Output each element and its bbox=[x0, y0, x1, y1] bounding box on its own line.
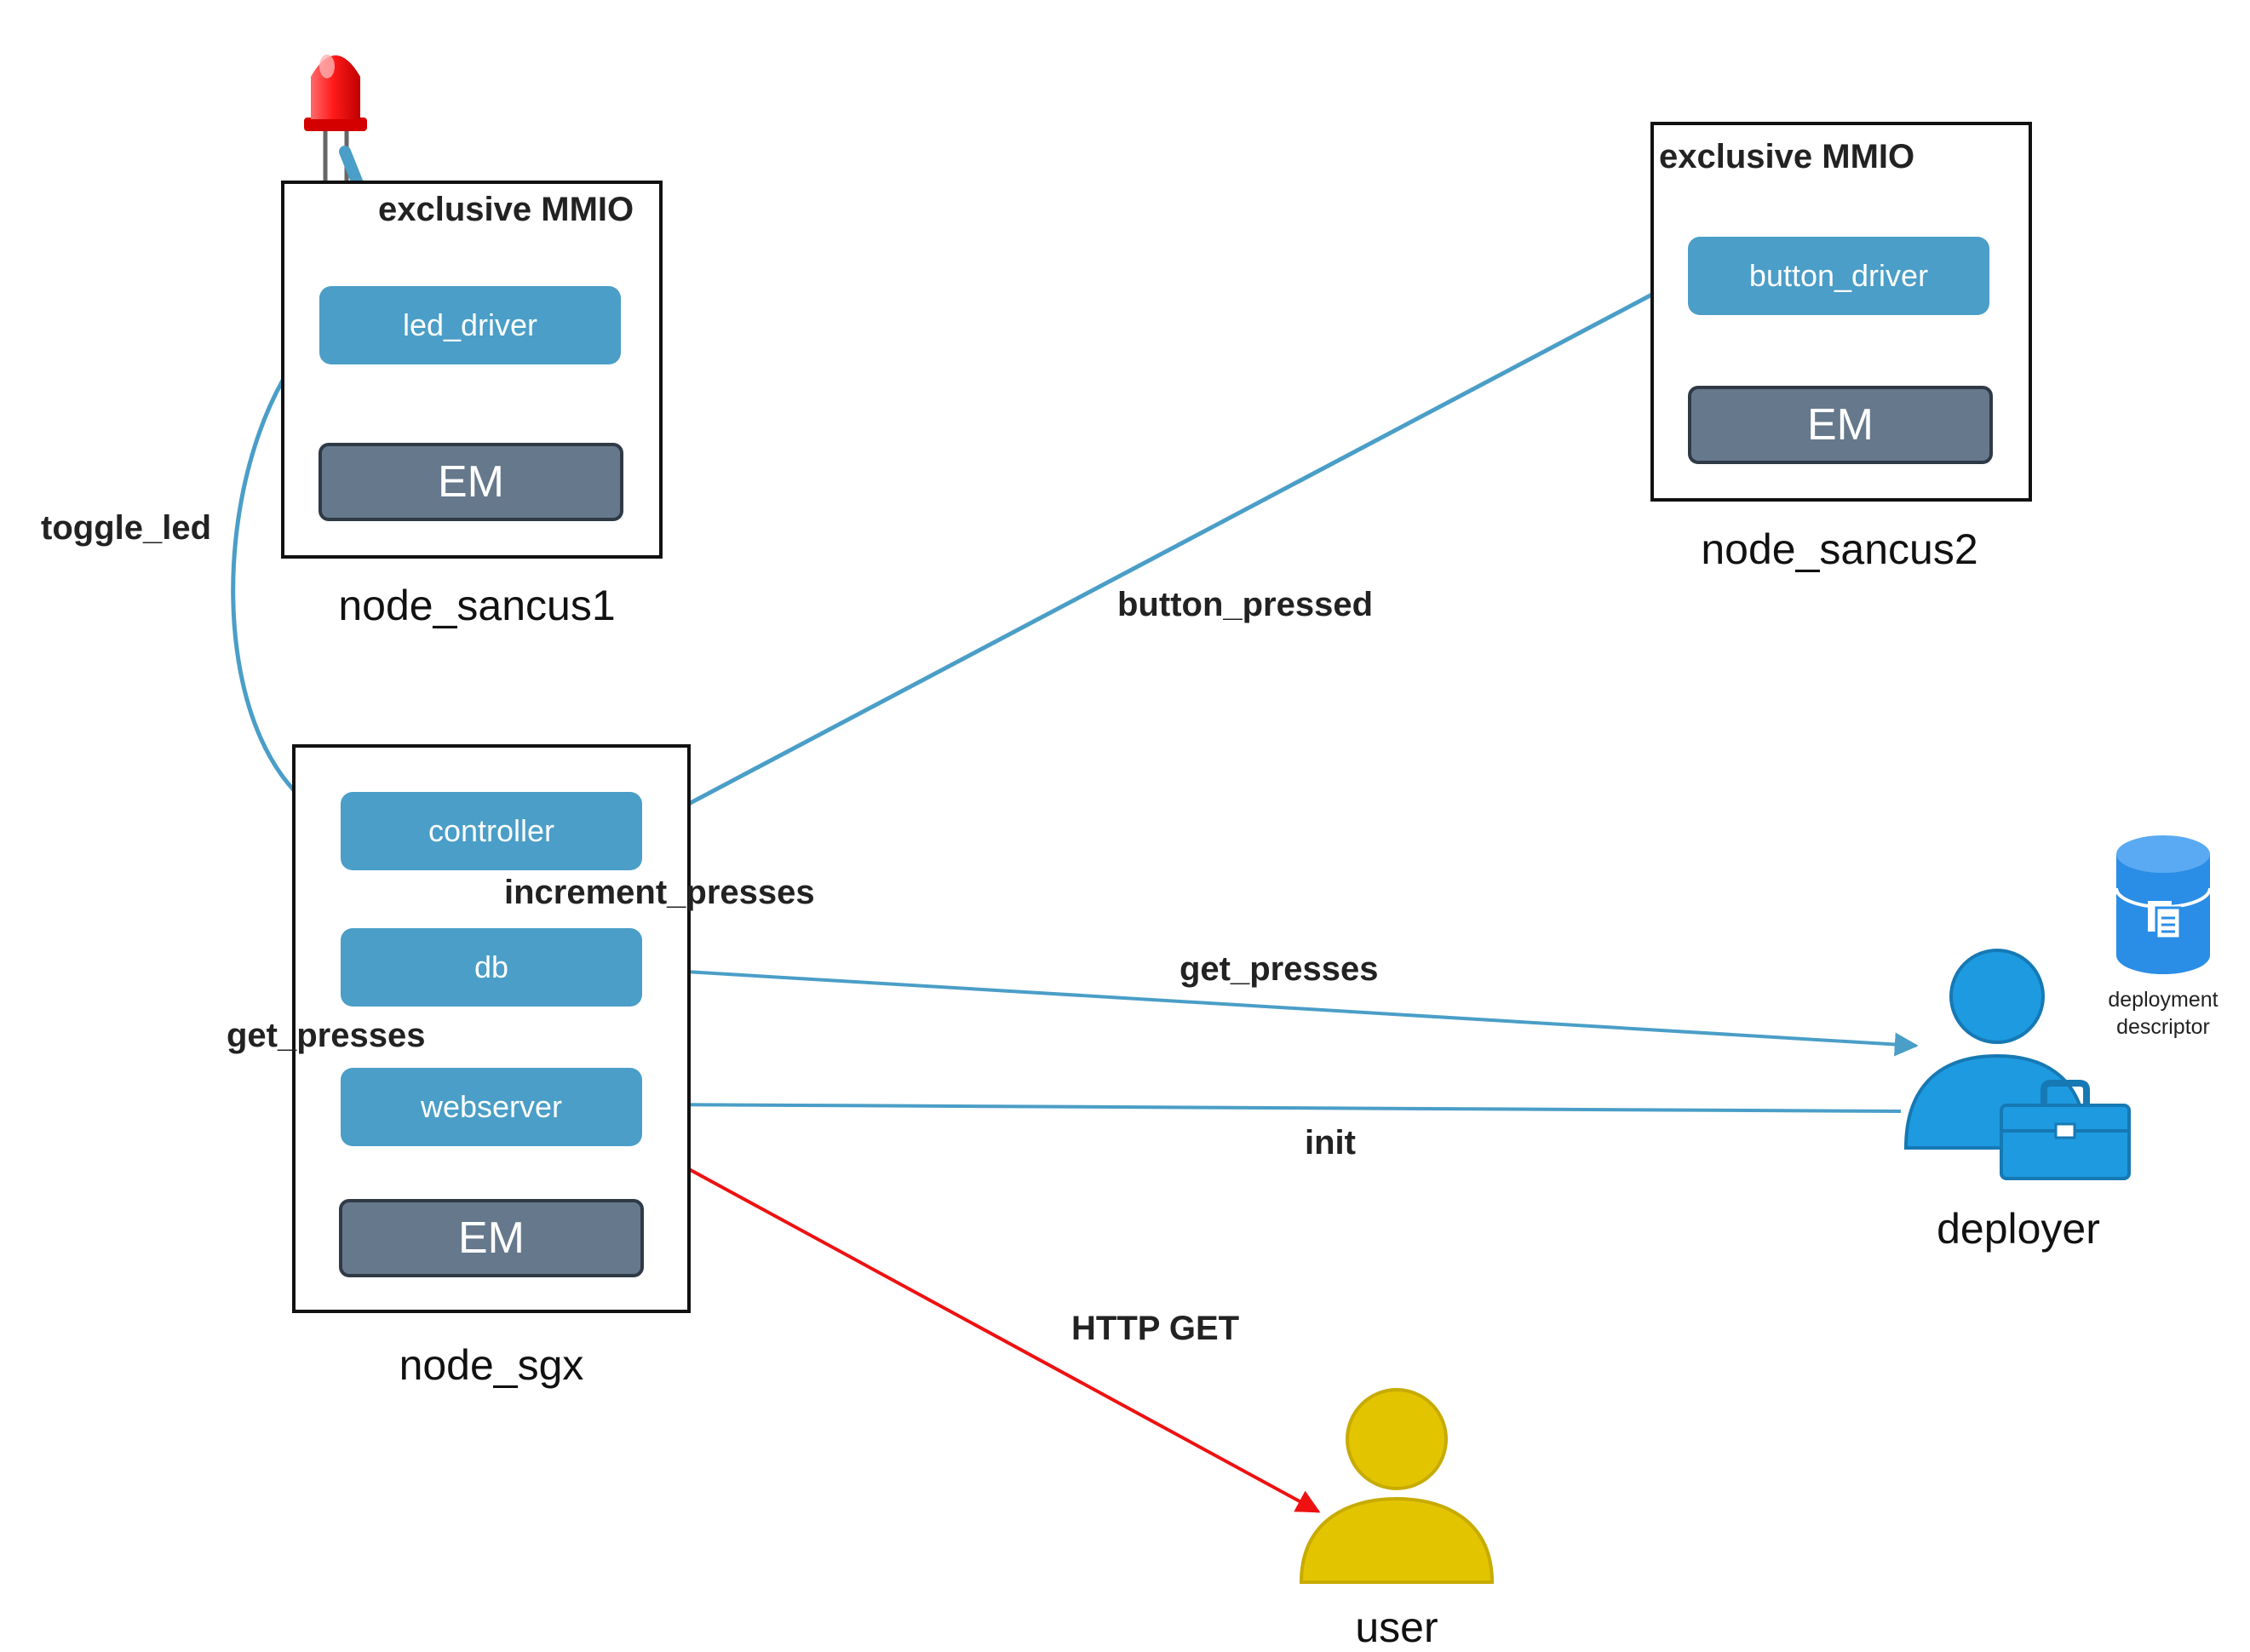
red-led-icon bbox=[304, 54, 367, 198]
edge-init bbox=[640, 1093, 1902, 1117]
descriptor-line-1: deployment bbox=[2108, 988, 2218, 1012]
edge-label-button-pressed: button_pressed bbox=[1117, 586, 1374, 623]
edge-button-pressed bbox=[635, 272, 1692, 833]
edge-label-get-presses-external: get_presses bbox=[1180, 950, 1379, 988]
mmio-label-sancus2: exclusive MMIO bbox=[1659, 138, 1915, 175]
edge-label-http-get: HTTP GET bbox=[1071, 1310, 1240, 1347]
edge-label-increment-presses: increment_presses bbox=[504, 874, 815, 911]
edge-label-toggle-led: toggle_led bbox=[41, 509, 212, 547]
node-sancus1-label: node_sancus1 bbox=[338, 582, 616, 629]
db-component[interactable]: db bbox=[341, 928, 642, 1007]
deployer-label: deployer bbox=[1937, 1205, 2100, 1253]
database-document-icon bbox=[2115, 835, 2212, 974]
edge-toggle-led bbox=[231, 325, 343, 827]
em-sancus1[interactable]: EM bbox=[319, 443, 623, 521]
em-sgx[interactable]: EM bbox=[339, 1199, 644, 1277]
controller-component[interactable]: controller bbox=[341, 792, 642, 870]
person-with-toolbox-icon bbox=[1903, 949, 2131, 1180]
person-icon bbox=[1299, 1388, 1495, 1584]
deployment-descriptor-label: deployment descriptor bbox=[2078, 986, 2248, 1041]
node-sancus2-label: node_sancus2 bbox=[1701, 525, 1978, 573]
edge-get-presses-external bbox=[640, 958, 1919, 1057]
button-driver-component[interactable]: button_driver bbox=[1688, 237, 1989, 315]
webserver-component[interactable]: webserver bbox=[341, 1068, 642, 1146]
node-sgx-label: node_sgx bbox=[399, 1341, 584, 1389]
descriptor-line-2: descriptor bbox=[2116, 1015, 2210, 1039]
led-driver-component[interactable]: led_driver bbox=[319, 286, 621, 364]
edge-http-get bbox=[638, 1141, 1321, 1513]
edge-label-get-presses-internal: get_presses bbox=[227, 1017, 426, 1054]
mmio-label-sancus1: exclusive MMIO bbox=[378, 191, 634, 228]
edge-label-init: init bbox=[1305, 1124, 1356, 1162]
em-sancus2[interactable]: EM bbox=[1688, 386, 1993, 464]
user-label: user bbox=[1355, 1603, 1438, 1651]
